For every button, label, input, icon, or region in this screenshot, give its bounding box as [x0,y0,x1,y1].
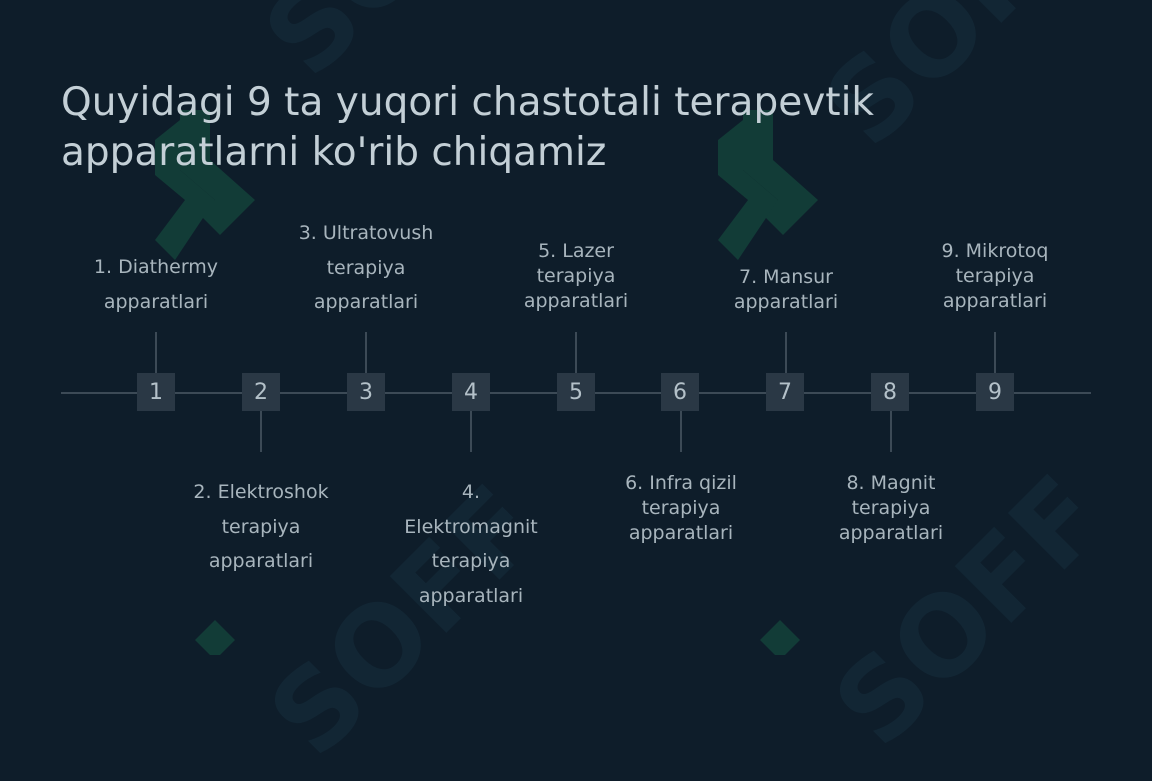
timeline-node-2: 2 [242,373,280,411]
timeline-label-line: 2. Elektroshok [193,481,329,503]
timeline-label-1: 1. Diathermy apparatlari [66,250,246,319]
timeline-label-line: terapiya [955,265,1035,287]
timeline-label-line: 9. Mikrotoq [941,240,1049,262]
timeline-label-line: apparatlari [313,291,419,313]
timeline-label-line: 7. Mansur [739,266,833,288]
watermark-logo-bottom-left [195,620,235,655]
timeline-label-line: Elektromagnit [404,515,538,538]
timeline-label-7: 7. Mansur apparatlari [696,265,876,315]
timeline-label-line: 8. Magnit [846,472,936,494]
timeline-label-line: 6. Infra qizil [625,472,737,494]
timeline-label-line: terapiya [536,265,616,287]
timeline-node-5: 5 [557,373,595,411]
timeline-label-line: terapiya [641,497,721,519]
timeline-label-line: 5. Lazer [538,240,614,262]
timeline-label-line: apparatlari [628,522,734,544]
timeline-label-line: apparatlari [103,290,209,313]
timeline-label-line: apparatlari [733,291,839,313]
timeline-label-line: 4. [461,481,481,503]
timeline-tick-7 [785,332,787,373]
slide-title: Quyidagi 9 ta yuqori chastotali terapevt… [61,78,961,178]
timeline-label-2: 2. Elektroshok terapiya apparatlari [171,475,351,579]
timeline-tick-6 [680,411,682,452]
timeline-node-1: 1 [137,373,175,411]
slide-title-line-1: Quyidagi 9 ta yuqori chastotali terapevt… [61,80,875,125]
timeline-label-line: apparatlari [418,584,524,607]
timeline-tick-9 [994,332,996,373]
timeline-tick-1 [155,332,157,373]
timeline-label-9: 9. Mikrotoq terapiya apparatlari [905,239,1085,314]
timeline-label-5: 5. Lazer terapiya apparatlari [486,239,666,314]
timeline-label-line: terapiya [326,256,406,279]
timeline-tick-4 [470,411,472,452]
timeline-node-6: 6 [661,373,699,411]
watermark-logo-bottom-right [760,620,800,655]
timeline-label-line: apparatlari [942,290,1048,312]
timeline-node-7: 7 [766,373,804,411]
timeline-label-6: 6. Infra qizil terapiya apparatlari [591,471,771,546]
timeline-label-line: 1. Diathermy [93,256,219,278]
timeline-label-line: terapiya [221,515,301,538]
timeline-node-4: 4 [452,373,490,411]
timeline-tick-2 [260,411,262,452]
timeline-label-4: 4. Elektromagnit terapiya apparatlari [381,475,561,613]
timeline-label-line: terapiya [431,550,511,572]
timeline-label-line: terapiya [851,497,931,519]
timeline-label-line: apparatlari [838,522,944,544]
timeline-label-3: 3. Ultratovush terapiya apparatlari [276,216,456,320]
timeline-node-3: 3 [347,373,385,411]
timeline-tick-5 [575,332,577,373]
timeline-tick-3 [365,332,367,373]
timeline-label-line: apparatlari [523,290,629,312]
timeline-label-line: 3. Ultratovush [298,222,434,244]
timeline-node-8: 8 [871,373,909,411]
timeline-node-9: 9 [976,373,1014,411]
timeline-label-8: 8. Magnit terapiya apparatlari [801,471,981,546]
slide-title-line-2: apparatlarni ko'rib chiqamiz [61,130,607,175]
timeline-tick-8 [890,411,892,452]
timeline-label-line: apparatlari [208,550,314,572]
